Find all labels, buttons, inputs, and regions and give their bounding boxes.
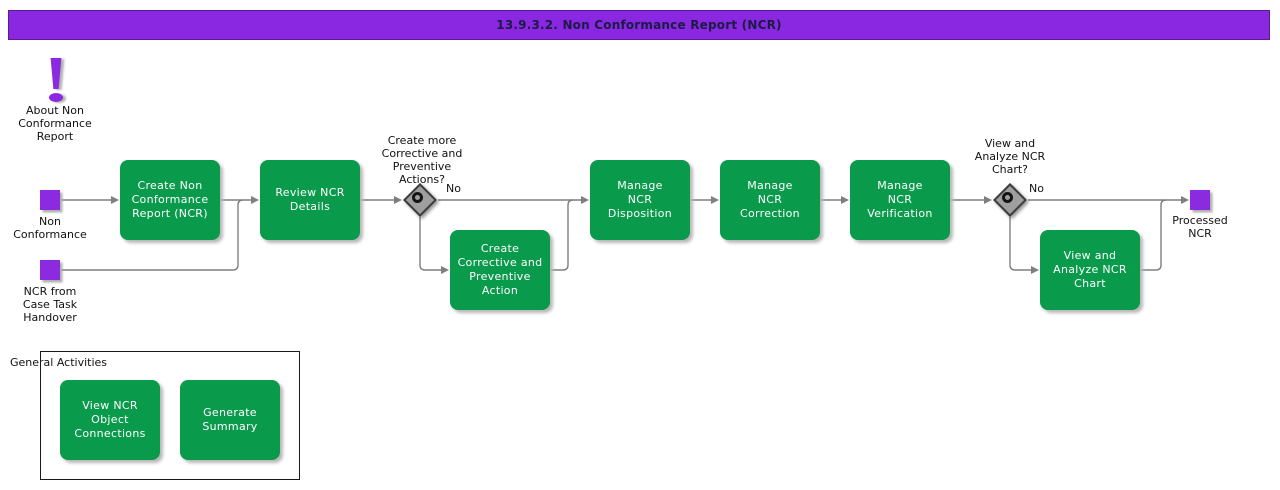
activity-create-ncr-label: Create Non Conformance Report (NCR) [131,179,209,220]
activity-view-ncr-object-connections-label: View NCR Object Connections [74,399,146,440]
activity-manage-ncr-verification[interactable]: Manage NCR Verification [850,160,950,240]
activity-create-ncr[interactable]: Create Non Conformance Report (NCR) [120,160,220,240]
gateway-capa-decision-no-label: No [446,182,461,195]
connector-gateway2-to-viewchart [1009,217,1039,274]
connector-viewchart-merge [1140,199,1167,271]
connector-handover-merge [60,199,244,271]
event-processed-ncr-label: Processed NCR [1172,214,1228,240]
gateway-circle-icon [1001,191,1013,203]
event-ncr-handover [40,260,60,280]
activity-create-corrective-preventive-action[interactable]: Create Corrective and Preventive Action [450,230,550,310]
activity-view-analyze-ncr-chart-label: View and Analyze NCR Chart [1053,249,1127,290]
connector-gateway1-to-capa [419,217,449,274]
about-note-label: About Non Conformance Report [18,104,92,143]
diagram-title: 13.9.3.2. Non Conformance Report (NCR) [496,18,782,32]
gateway-capa-decision [402,182,438,218]
gateway-capa-decision-question: Create more Corrective and Preventive Ac… [381,134,463,186]
activity-generate-summary-label: Generate Summary [202,406,258,433]
event-non-conformance-label: Non Conformance [13,215,87,241]
event-non-conformance [40,190,60,210]
general-activities-group [40,351,300,480]
event-processed-ncr [1190,190,1210,210]
activity-manage-ncr-disposition[interactable]: Manage NCR Disposition [590,160,690,240]
event-ncr-handover-label: NCR from Case Task Handover [22,285,78,324]
general-activities-group-label: General Activities [10,356,108,369]
activity-view-ncr-object-connections[interactable]: View NCR Object Connections [60,380,160,460]
activity-view-analyze-ncr-chart[interactable]: View and Analyze NCR Chart [1040,230,1140,310]
gateway-chart-decision [992,182,1028,218]
activity-review-ncr-details[interactable]: Review NCR Details [260,160,360,240]
exclamation-icon [50,58,62,89]
activity-manage-ncr-correction[interactable]: Manage NCR Correction [720,160,820,240]
activity-manage-ncr-disposition-label: Manage NCR Disposition [607,179,673,220]
gateway-chart-decision-no-label: No [1029,182,1044,195]
activity-manage-ncr-verification-label: Manage NCR Verification [867,179,933,220]
exclamation-dot-icon [49,93,63,102]
gateway-chart-decision-question: View and Analyze NCR Chart? [974,137,1046,176]
connector-capa-merge [550,199,574,271]
diagram-title-bar: 13.9.3.2. Non Conformance Report (NCR) [8,10,1270,40]
activity-generate-summary[interactable]: Generate Summary [180,380,280,460]
activity-create-corrective-preventive-action-label: Create Corrective and Preventive Action [457,242,543,297]
activity-review-ncr-details-label: Review NCR Details [275,186,345,213]
about-note-icon[interactable] [49,58,63,102]
activity-manage-ncr-correction-label: Manage NCR Correction [740,179,800,220]
gateway-circle-icon [411,191,423,203]
